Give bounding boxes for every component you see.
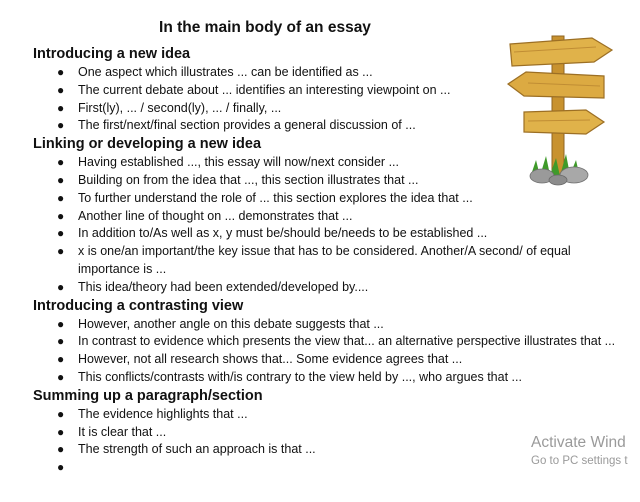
list-item: ●Having established ..., this essay will… [33, 154, 633, 172]
bullet-dot: ● [57, 279, 65, 294]
section-heading: Linking or developing a new idea [33, 136, 262, 153]
bullet-dot: ● [57, 334, 65, 349]
list-item: ●First(ly), ... / second(ly), ... / fina… [33, 100, 633, 118]
phrase-list: ●One aspect which illustrates ... can be… [33, 64, 633, 135]
list-item: ●The evidence highlights that ... [33, 406, 633, 424]
phrase-list: ●The evidence highlights that ... ●It is… [33, 406, 633, 474]
list-item: ●Building on from the idea that ..., thi… [33, 172, 633, 190]
list-item: ●It is clear that ... [33, 424, 633, 442]
list-item: ●One aspect which illustrates ... can be… [33, 64, 633, 82]
list-item: ●In addition to/As well as x, y must be/… [33, 225, 633, 243]
list-item: ●However, another angle on this debate s… [33, 316, 633, 334]
bullet-dot: ● [57, 316, 65, 331]
list-item: ●To further understand the role of ... t… [33, 190, 633, 208]
cut-off-heading [2, 0, 6, 8]
bullet-dot: ● [57, 406, 65, 421]
activation-watermark: Activate Wind Go to PC settings t [531, 433, 628, 469]
bullet-dot: ● [57, 244, 65, 259]
list-item: ●This conflicts/contrasts with/is contra… [33, 369, 633, 387]
section-heading: Introducing a contrasting view [33, 297, 244, 314]
list-item: ●The strength of such an approach is tha… [33, 441, 633, 459]
watermark-subtitle: Go to PC settings t [531, 455, 628, 467]
bullet-dot: ● [57, 352, 65, 367]
page-title: In the main body of an essay [159, 19, 371, 36]
bullet-dot: ● [57, 82, 65, 97]
bullet-dot: ● [57, 442, 65, 457]
essay-phrases: Introducing a new idea ●One aspect which… [33, 45, 633, 474]
list-item: ●However, not all research shows that...… [33, 351, 633, 369]
signpost-icon [506, 35, 614, 186]
bullet-dot: ● [57, 369, 65, 384]
bullet-dot: ● [57, 190, 65, 205]
phrase-list: ●Having established ..., this essay will… [33, 154, 633, 296]
bullet-dot: ● [57, 65, 65, 79]
bullet-dot: ● [57, 155, 65, 170]
list-item: ●x is one/an important/the key issue tha… [57, 244, 571, 276]
list-item: ●The current debate about ... identifies… [33, 82, 633, 100]
phrase-list: ●However, another angle on this debate s… [33, 316, 633, 387]
bullet-dot: ● [57, 118, 65, 133]
list-item: ●The first/next/final section provides a… [33, 117, 633, 135]
bullet-dot: ● [57, 172, 65, 187]
bullet-dot: ● [57, 424, 65, 439]
list-item: ●This idea/theory had been extended/deve… [33, 279, 633, 297]
bullet-dot: ● [57, 208, 65, 223]
section-heading: Introducing a new idea [33, 46, 191, 62]
watermark-title: Activate Wind [531, 434, 626, 451]
list-item: ●Another line of thought on ... demonstr… [33, 208, 633, 226]
bullet-dot: ● [57, 100, 65, 115]
section-heading: Summing up a paragraph/section [33, 387, 263, 404]
bullet-dot: ● [57, 460, 65, 475]
bullet-dot: ● [57, 226, 65, 241]
list-item: ●In contrast to evidence which presents … [33, 333, 633, 351]
